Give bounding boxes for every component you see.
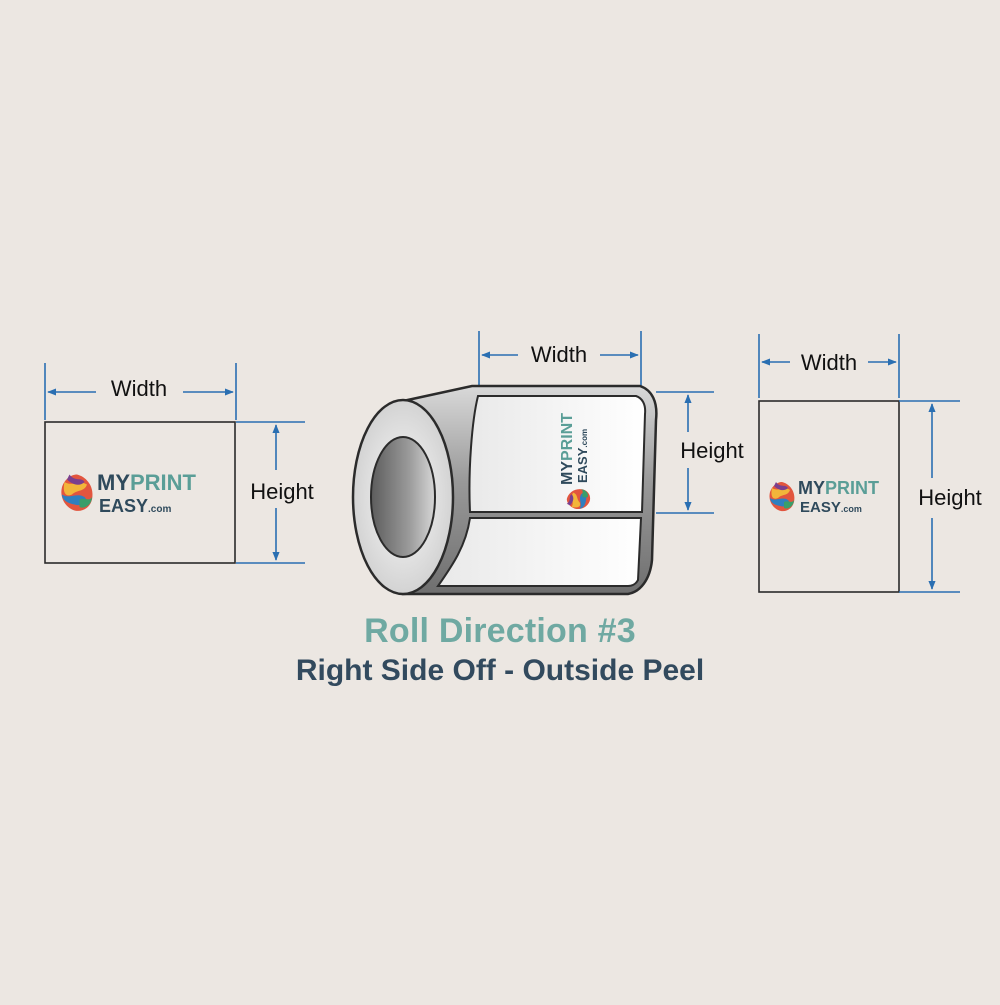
roll-label-logo: MYPRINT EASY.com — [559, 413, 591, 510]
svg-text:MYPRINT: MYPRINT — [97, 470, 197, 495]
left-width-label: Width — [111, 376, 167, 401]
right-label-group: Width Height MYPRINT EASY.com — [758, 334, 982, 593]
roll-core-hole — [370, 436, 436, 558]
roll-direction-subtitle: Right Side Off - Outside Peel — [295, 654, 705, 687]
swirl-logo-icon — [769, 482, 795, 512]
roll-width-label: Width — [531, 342, 587, 367]
svg-text:EASY.com: EASY.com — [800, 499, 862, 516]
logo-com: .com — [580, 429, 589, 448]
svg-text:EASY.com: EASY.com — [99, 496, 171, 516]
roll-direction-title: Roll Direction #3 — [364, 612, 636, 650]
logo-easy: EASY — [575, 447, 590, 483]
roll-group: Width MYPRINT EASY.com Height — [351, 331, 744, 596]
left-label-group: Width Height MYPRINT EASY.com — [44, 363, 314, 564]
right-height-label: Height — [918, 485, 982, 510]
roll-height-label: Height — [680, 438, 744, 463]
right-label-logo: MYPRINT EASY.com — [769, 478, 879, 516]
svg-text:MYPRINT: MYPRINT — [559, 413, 576, 485]
svg-text:EASY.com: EASY.com — [575, 429, 590, 483]
left-height-label: Height — [250, 479, 314, 504]
left-label-logo: MYPRINT EASY.com — [61, 470, 197, 516]
swirl-logo-icon — [61, 474, 93, 511]
svg-text:MYPRINT: MYPRINT — [798, 478, 879, 498]
left-label-rectangle — [44, 421, 236, 564]
logo-print: PRINT — [825, 478, 879, 498]
roll-top-label — [468, 395, 647, 513]
logo-my: MY — [798, 478, 825, 498]
logo-print: PRINT — [559, 413, 576, 461]
logo-my: MY — [559, 461, 576, 485]
logo-print: PRINT — [130, 470, 197, 495]
right-label-rectangle — [758, 400, 900, 593]
roll-bottom-label — [436, 517, 643, 587]
logo-my: MY — [97, 470, 130, 495]
right-width-label: Width — [801, 350, 857, 375]
logo-com: .com — [148, 504, 171, 515]
logo-easy: EASY — [800, 499, 841, 516]
logo-com: .com — [841, 504, 862, 514]
logo-easy: EASY — [99, 496, 148, 516]
